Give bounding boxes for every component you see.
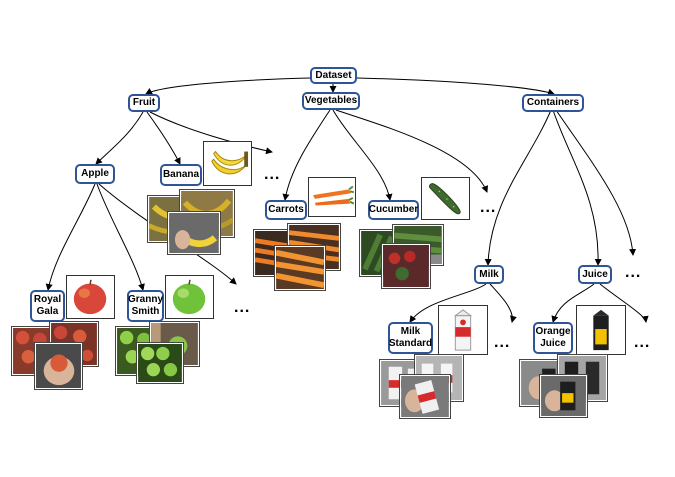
- cucumber-photo-3: [382, 244, 430, 288]
- edge-juice-more: [599, 283, 649, 323]
- more-vegetables: ...: [480, 199, 497, 216]
- green-apple-icon: [165, 275, 214, 319]
- edge-apple-royalgala: [45, 183, 96, 291]
- node-carrots: Carrots: [265, 200, 307, 220]
- node-juice: Juice: [578, 265, 612, 284]
- edge-containers-more: [555, 109, 637, 256]
- juice-photo-3: [540, 375, 587, 417]
- edge-milk-more: [489, 283, 517, 323]
- node-containers: Containers: [522, 94, 584, 112]
- carrot-icon: [308, 177, 356, 217]
- node-granny-smith: Granny Smith: [127, 290, 164, 322]
- banana-photo-3: [168, 212, 220, 254]
- juice-carton-icon: [576, 305, 626, 355]
- node-milk-standard: Milk Standard: [388, 322, 433, 354]
- node-apple: Apple: [75, 164, 115, 184]
- red-apple-icon: [66, 275, 115, 319]
- milk-carton-icon: [438, 305, 488, 355]
- more-juice: ...: [634, 334, 651, 351]
- edge-juice-orange: [551, 283, 595, 323]
- edge-containers-juice: [552, 109, 602, 266]
- node-fruit: Fruit: [128, 94, 160, 112]
- node-banana: Banana: [160, 164, 202, 186]
- edge-dataset-fruit: [145, 77, 311, 95]
- granny-smith-photo-3: [137, 343, 183, 383]
- cucumber-icon: [421, 177, 470, 220]
- royal-gala-photo-3: [35, 343, 82, 389]
- carrot-photo-3: [275, 246, 325, 290]
- more-fruit: ...: [264, 166, 281, 183]
- milk-photo-3: [400, 375, 450, 418]
- edge-apple-grannysmith: [96, 183, 145, 291]
- node-vegetables: Vegetables: [302, 92, 360, 110]
- node-milk: Milk: [474, 265, 504, 284]
- edge-veg-carrots: [282, 109, 331, 201]
- node-dataset: Dataset: [310, 67, 357, 84]
- edge-dataset-containers: [356, 77, 555, 96]
- more-containers: ...: [625, 264, 642, 281]
- edge-fruit-apple: [95, 111, 144, 165]
- edge-milk-standard: [409, 283, 487, 323]
- more-milk: ...: [494, 334, 511, 351]
- edge-fruit-banana: [146, 111, 181, 165]
- edge-veg-more: [335, 109, 488, 193]
- node-orange-juice: Orange Juice: [533, 322, 573, 354]
- banana-icon: [203, 141, 252, 186]
- node-royal-gala: Royal Gala: [30, 290, 65, 322]
- more-apple: ...: [234, 299, 251, 316]
- edge-veg-cucumber: [332, 109, 393, 201]
- edge-fruit-more: [149, 111, 273, 155]
- edge-containers-milk: [484, 109, 552, 266]
- node-cucumber: Cucumber: [368, 200, 419, 220]
